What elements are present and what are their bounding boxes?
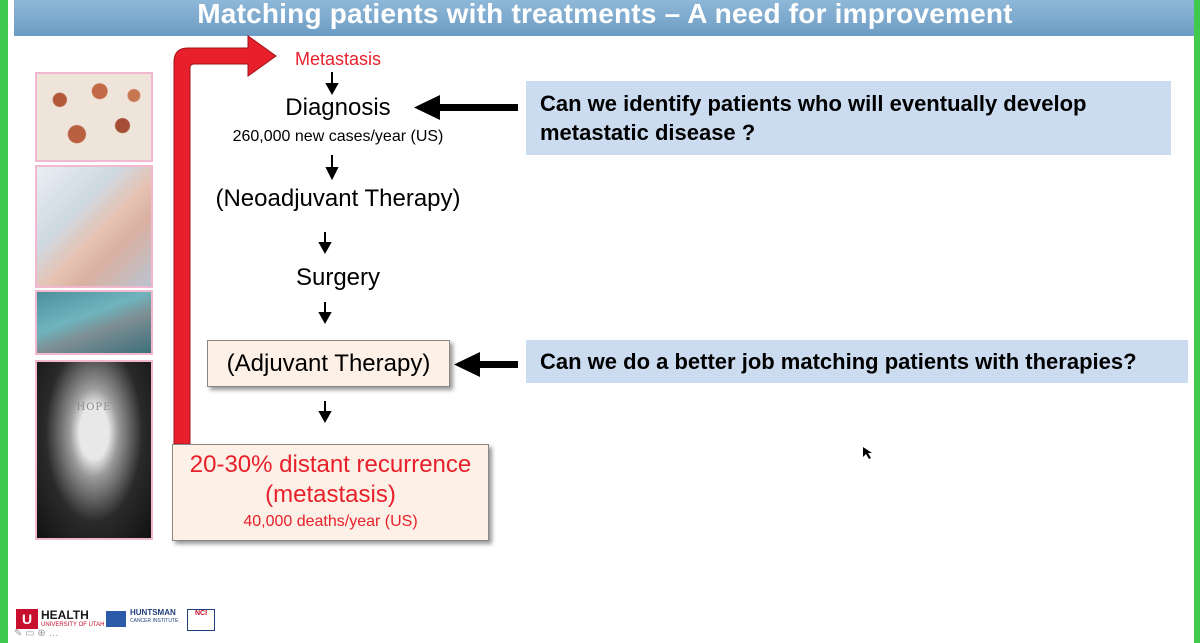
left-arrow-q2 [454, 352, 518, 377]
recurrence-metastasis: (metastasis) [265, 481, 396, 508]
question-matching-therapies: Can we do a better job matching patients… [526, 340, 1188, 383]
down-arrow-4 [318, 302, 332, 325]
slideshow-toolbar[interactable]: ✎ ▭ ⊕ … [14, 628, 59, 639]
surgery-step: Surgery [295, 264, 381, 291]
down-arrow-1 [325, 72, 339, 96]
deaths-stat: 40,000 deaths/year (US) [243, 513, 418, 530]
tissue-stain-image [35, 72, 153, 162]
huntsman-icon [106, 611, 126, 627]
mouse-cursor-icon [863, 447, 872, 459]
hope-label: HOPE [76, 402, 112, 413]
footer-logos: U HEALTH UNIVERSITY OF UTAH HUNTSMAN CAN… [8, 605, 308, 641]
recurrence-loop-arrow [173, 35, 277, 445]
huntsman-sub-text: CANCER INSTITUTE [130, 618, 179, 624]
adjuvant-step: (Adjuvant Therapy) [207, 340, 450, 387]
question-identify-metastatic: Can we identify patients who will eventu… [526, 81, 1171, 155]
slides-icon[interactable]: ▭ [25, 628, 35, 639]
u-of-u-logo: U [16, 609, 38, 629]
metastasis-label: Metastasis [294, 49, 382, 69]
slide-title: Matching patients with treatments – A ne… [14, 0, 1194, 36]
recurrence-rate: 20-30% distant recurrence [189, 451, 472, 478]
zoom-icon[interactable]: ⊕ [37, 628, 46, 639]
iv-hand-image [35, 165, 153, 288]
health-logo-text: HEALTH [41, 608, 89, 622]
neoadjuvant-step: (Neoadjuvant Therapy) [215, 185, 461, 212]
nci-logo: NCI [187, 609, 215, 631]
hope-head-image: HOPE [35, 360, 153, 540]
more-icon[interactable]: … [48, 628, 59, 639]
huntsman-logo-text: HUNTSMAN [130, 608, 176, 617]
recurrence-box: 20-30% distant recurrence (metastasis) 4… [172, 444, 489, 541]
left-arrow-q1 [414, 95, 518, 120]
university-logo-text: UNIVERSITY OF UTAH [41, 622, 105, 628]
down-arrow-2 [325, 155, 339, 181]
down-arrow-5 [318, 401, 332, 424]
diagnosis-step: Diagnosis [285, 94, 391, 121]
pen-icon[interactable]: ✎ [14, 628, 23, 639]
surgical-instruments-image [35, 290, 153, 355]
flow-arrows [318, 72, 518, 424]
down-arrow-3 [318, 232, 332, 255]
diagnosis-stat: 260,000 new cases/year (US) [232, 128, 444, 145]
slide: Matching patients with treatments – A ne… [8, 0, 1194, 643]
